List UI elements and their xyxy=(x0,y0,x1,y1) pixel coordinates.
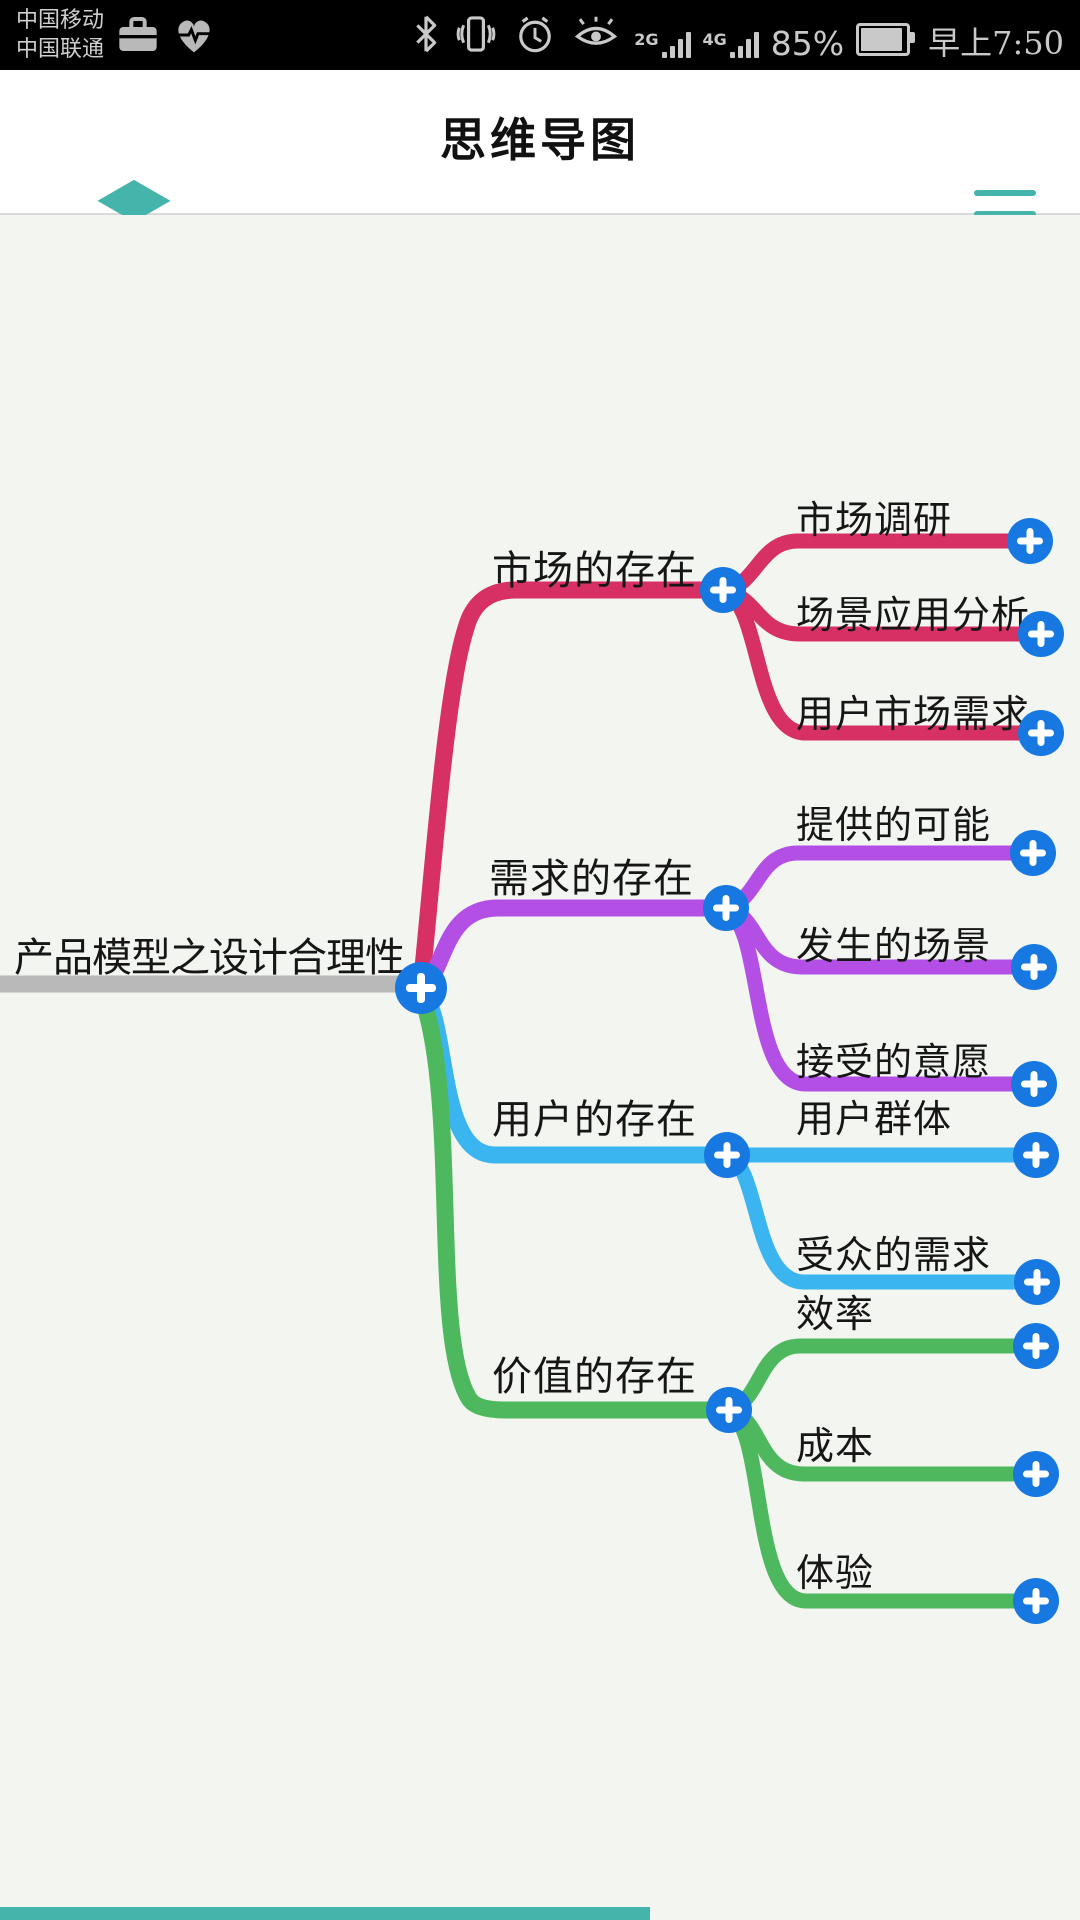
branch-4-child-1-add-button[interactable] xyxy=(1013,1323,1059,1369)
branch-1-child-3-label[interactable]: 用户市场需求 xyxy=(796,692,1031,736)
branch-3-child-2-add-button[interactable] xyxy=(1014,1259,1060,1305)
app-header: 思维导图 xyxy=(0,70,1080,261)
status-right-icons: 2G 4G 85% 早上7:50 xyxy=(412,13,1064,63)
branch-3-child-2-label[interactable]: 受众的需求 xyxy=(796,1233,992,1277)
battery-percent: 85% xyxy=(770,23,845,63)
branch-4-child-2-curve xyxy=(721,1404,1044,1482)
branch-2-child-2-label[interactable]: 发生的场景 xyxy=(796,924,992,968)
menu-bar xyxy=(974,190,1036,196)
status-left-icons xyxy=(116,15,216,55)
branch-4-child-1-curve xyxy=(721,1338,1044,1416)
carrier-name-2: 中国联通 xyxy=(16,37,105,62)
branch-1-child-2-label[interactable]: 场景应用分析 xyxy=(796,593,1031,637)
branch-3-child-1-add-button[interactable] xyxy=(1013,1132,1059,1178)
briefcase-icon xyxy=(119,17,157,51)
alarm-clock-icon xyxy=(519,16,552,52)
signal-4g-icon: 4G xyxy=(703,26,759,58)
network-2g-label: 2G xyxy=(634,29,659,49)
carrier-names: 中国移动 中国联通 xyxy=(16,6,104,65)
mindmap-canvas[interactable]: 产品模型之设计合理性 市场的存在 市场调研 场景应用分析 用户市场需求 需求的存… xyxy=(0,215,1080,1920)
branch-1-add-button[interactable] xyxy=(700,567,746,613)
branch-4-label[interactable]: 价值的存在 xyxy=(492,1354,697,1400)
branch-2-label[interactable]: 需求的存在 xyxy=(489,856,694,902)
branch-3-add-button[interactable] xyxy=(704,1132,750,1178)
status-time: 早上7:50 xyxy=(928,23,1064,62)
branch-4-child-3-label[interactable]: 体验 xyxy=(796,1551,875,1595)
branch-2-curve xyxy=(412,899,735,999)
branch-4-child-2-label[interactable]: 成本 xyxy=(796,1424,875,1468)
branch-3-label[interactable]: 用户的存在 xyxy=(492,1097,697,1143)
branch-4-child-3-add-button[interactable] xyxy=(1013,1578,1059,1624)
branch-2-child-1-curve xyxy=(718,845,1041,914)
page-title: 思维导图 xyxy=(440,113,640,167)
bluetooth-icon xyxy=(416,15,437,52)
network-4g-label: 4G xyxy=(702,29,727,49)
eye-comfort-icon xyxy=(575,16,618,45)
branch-2-child-3-add-button[interactable] xyxy=(1011,1061,1057,1107)
carrier-name-1: 中国移动 xyxy=(16,7,105,33)
branch-4-child-3-curve xyxy=(721,1406,1044,1609)
branch-1-curve xyxy=(412,581,732,997)
branch-1-child-2-add-button[interactable] xyxy=(1018,611,1064,657)
health-heart-icon xyxy=(178,20,211,53)
vibrate-icon xyxy=(456,15,496,52)
branch-4-child-1-label[interactable]: 效率 xyxy=(796,1292,875,1336)
battery-icon xyxy=(856,22,916,56)
root-add-node-button[interactable] xyxy=(395,962,447,1014)
signal-2g-icon: 2G xyxy=(634,26,691,58)
branch-2-child-1-label[interactable]: 提供的可能 xyxy=(796,803,992,847)
branch-1-child-1-label[interactable]: 市场调研 xyxy=(796,498,953,542)
bottom-accent-bar xyxy=(0,1907,650,1920)
menu-bar xyxy=(974,211,1036,217)
branch-3-child-1-label[interactable]: 用户群体 xyxy=(796,1097,953,1141)
status-bar: 中国移动 中国联通 xyxy=(0,0,1080,70)
branch-4-child-2-add-button[interactable] xyxy=(1013,1451,1059,1497)
branch-1-child-1-curve xyxy=(715,533,1038,598)
root-node-label[interactable]: 产品模型之设计合理性 xyxy=(14,935,405,981)
branch-2-child-2-add-button[interactable] xyxy=(1011,944,1057,990)
branch-1-child-3-add-button[interactable] xyxy=(1018,710,1064,756)
branch-1-child-1-add-button[interactable] xyxy=(1007,518,1053,564)
branch-2-child-3-label[interactable]: 接受的意愿 xyxy=(796,1040,992,1084)
branch-4-add-button[interactable] xyxy=(706,1387,752,1433)
branch-4-curve xyxy=(412,985,738,1419)
branch-2-add-button[interactable] xyxy=(703,885,749,931)
branch-1-label[interactable]: 市场的存在 xyxy=(492,548,697,594)
branch-2-child-1-add-button[interactable] xyxy=(1010,830,1056,876)
